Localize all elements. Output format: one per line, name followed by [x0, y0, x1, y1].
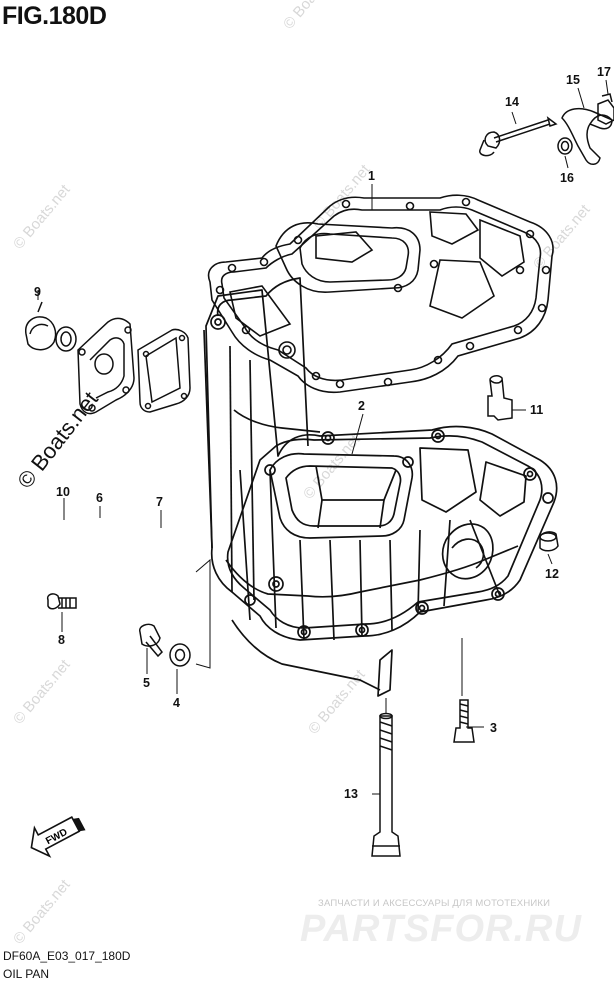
ad-line: ЗАПЧАСТИ И АКСЕССУАРЫ ДЛЯ МОТОТЕХНИКИ [318, 898, 551, 909]
bolt-part-13 [371, 715, 401, 857]
small-parts [25, 93, 614, 857]
watermark: © Boats.net [280, 0, 344, 33]
callout-labels: 1 2 3 4 5 6 7 8 9 10 11 12 13 14 15 16 1… [34, 65, 611, 801]
gasket-part-1 [207, 194, 554, 394]
callout-13: 13 [344, 787, 358, 801]
callout-5: 5 [143, 676, 150, 690]
callout-15: 15 [566, 73, 580, 87]
cap-part-9 [25, 316, 57, 351]
bolt-part-8 [46, 593, 61, 610]
callout-9: 9 [34, 285, 41, 299]
o-ring-part-16 [557, 137, 573, 155]
callout-17: 17 [597, 65, 611, 79]
watermark: © Boats.net [10, 876, 74, 948]
callout-1: 1 [368, 169, 375, 183]
figure-code: DF60A_E03_017_180D [3, 949, 131, 963]
callout-3: 3 [490, 721, 497, 735]
callout-7: 7 [156, 495, 163, 509]
fwd-arrow-icon: FWD [30, 816, 86, 858]
watermark: © Boats.net [305, 666, 369, 738]
watermark: © Boats.net [10, 181, 74, 253]
callout-8: 8 [58, 633, 65, 647]
figure-caption: OIL PAN [3, 967, 50, 981]
bolt-part-3 [453, 699, 475, 743]
gasket-part-7 [137, 328, 191, 413]
callout-11: 11 [530, 403, 543, 417]
watermark-layer: © Boats.net © Boats.net © Boats.net © Bo… [10, 0, 594, 948]
leader-lines [37, 79, 609, 795]
gasket-ring-part-10 [55, 326, 77, 352]
callout-4: 4 [173, 696, 180, 710]
ad-brand-logo: PARTSFOR.RU [300, 908, 582, 950]
callout-2: 2 [358, 399, 365, 413]
fitting-part-11 [487, 375, 513, 421]
watermark-dark: © Boats.net [12, 387, 103, 493]
callout-10: 10 [56, 485, 70, 499]
callout-16: 16 [560, 171, 574, 185]
watermark: © Boats.net [10, 656, 74, 728]
washer-part-4 [169, 643, 191, 667]
guide-tube-part-15 [561, 107, 613, 165]
callout-14: 14 [505, 95, 519, 109]
bolt-part-17 [597, 99, 614, 125]
callout-6: 6 [96, 491, 103, 505]
dipstick-part-14 [484, 131, 501, 149]
bolt-part-5 [139, 623, 161, 647]
oil-pan-part-2 [203, 277, 558, 697]
figure-title: FIG.180D [2, 2, 107, 30]
watermark: © Boats.net [310, 161, 374, 233]
callout-12: 12 [545, 567, 559, 581]
